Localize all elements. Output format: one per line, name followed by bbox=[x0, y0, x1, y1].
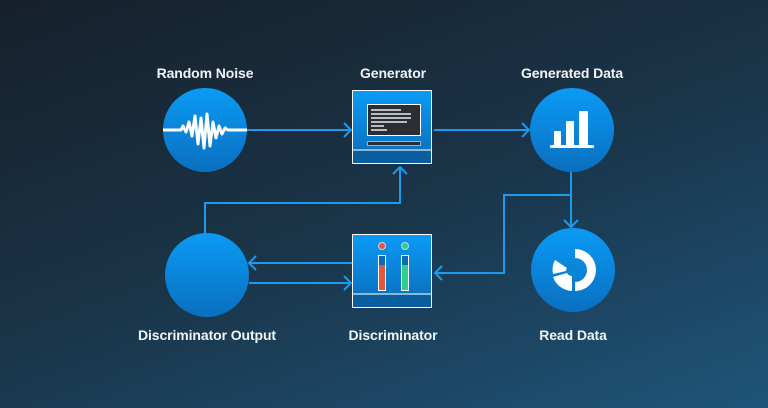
arrowhead bbox=[521, 122, 531, 138]
discriminator-label: Discriminator bbox=[348, 327, 438, 343]
random-noise-node[interactable] bbox=[163, 88, 247, 172]
read-data-label: Read Data bbox=[539, 327, 607, 343]
arrowhead bbox=[392, 165, 408, 175]
generator-base bbox=[353, 149, 431, 163]
arrowhead bbox=[247, 255, 257, 271]
discriminator-base bbox=[353, 293, 431, 307]
arrowhead bbox=[343, 275, 353, 291]
arrowhead bbox=[433, 265, 443, 281]
discriminator-node[interactable] bbox=[352, 234, 432, 308]
edge-generated-data-to-discriminator bbox=[435, 194, 571, 274]
real-indicator-dot bbox=[401, 242, 409, 250]
generated-data-label: Generated Data bbox=[520, 65, 624, 81]
keyboard-bar bbox=[367, 141, 421, 146]
discriminator-output-node[interactable] bbox=[165, 233, 249, 317]
waveform-icon bbox=[163, 112, 247, 150]
generator-node[interactable] bbox=[352, 90, 432, 164]
fake-gauge bbox=[378, 255, 386, 291]
generator-label: Generator bbox=[359, 65, 426, 81]
edge-output-to-generator bbox=[204, 167, 401, 234]
terminal-screen-icon bbox=[367, 104, 421, 136]
random-noise-label: Random Noise bbox=[156, 65, 254, 81]
arrowhead bbox=[563, 219, 579, 229]
read-data-node[interactable] bbox=[531, 228, 615, 312]
arrowhead bbox=[343, 122, 353, 138]
discriminator-output-label: Discriminator Output bbox=[137, 327, 276, 343]
real-gauge bbox=[401, 255, 409, 291]
bar-chart-icon bbox=[550, 111, 594, 148]
generated-data-node[interactable] bbox=[530, 88, 614, 172]
fake-indicator-dot bbox=[378, 242, 386, 250]
pie-chart-icon bbox=[552, 249, 596, 291]
